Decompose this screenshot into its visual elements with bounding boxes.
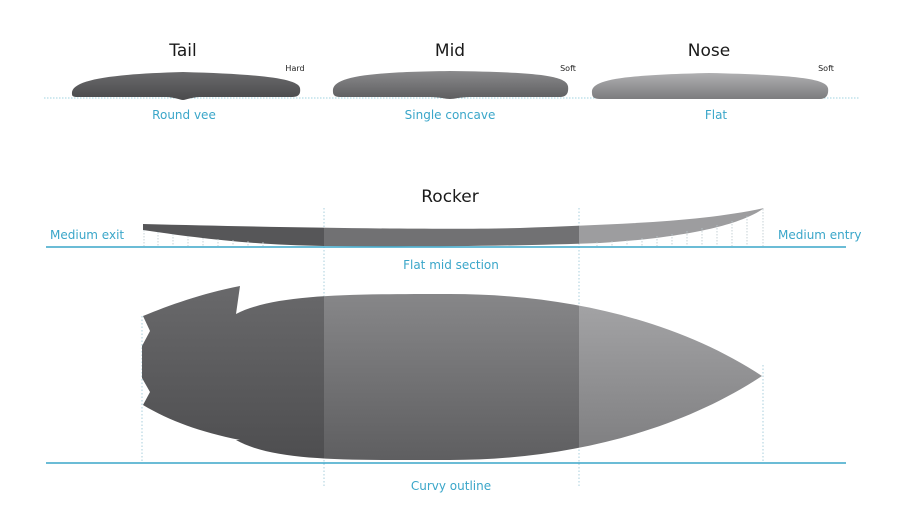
rocker-exit-ticks [143,230,264,246]
mid-rail-label: Soft [560,64,576,73]
tail-title: Tail [168,41,196,61]
nose-title: Nose [688,41,730,61]
nose-cross-section [591,73,829,99]
mid-title: Mid [435,41,465,61]
nose-rail-label: Soft [818,64,834,73]
mid-cross-section [332,71,569,99]
mid-caption: Single concave [405,108,496,122]
rocker-entry-label: Medium entry [778,228,862,242]
surfboard-outline [142,286,762,461]
flat-mid-label: Flat mid section [403,258,499,272]
rocker-profile [143,208,764,247]
rocker-title: Rocker [421,187,478,207]
tail-rail-label: Hard [285,64,304,73]
outline-caption: Curvy outline [411,479,491,493]
nose-caption: Flat [705,108,728,122]
rocker-entry-ticks [596,209,764,246]
tail-caption: Round vee [152,108,216,122]
tail-cross-section [71,72,301,100]
rocker-exit-label: Medium exit [50,228,124,242]
